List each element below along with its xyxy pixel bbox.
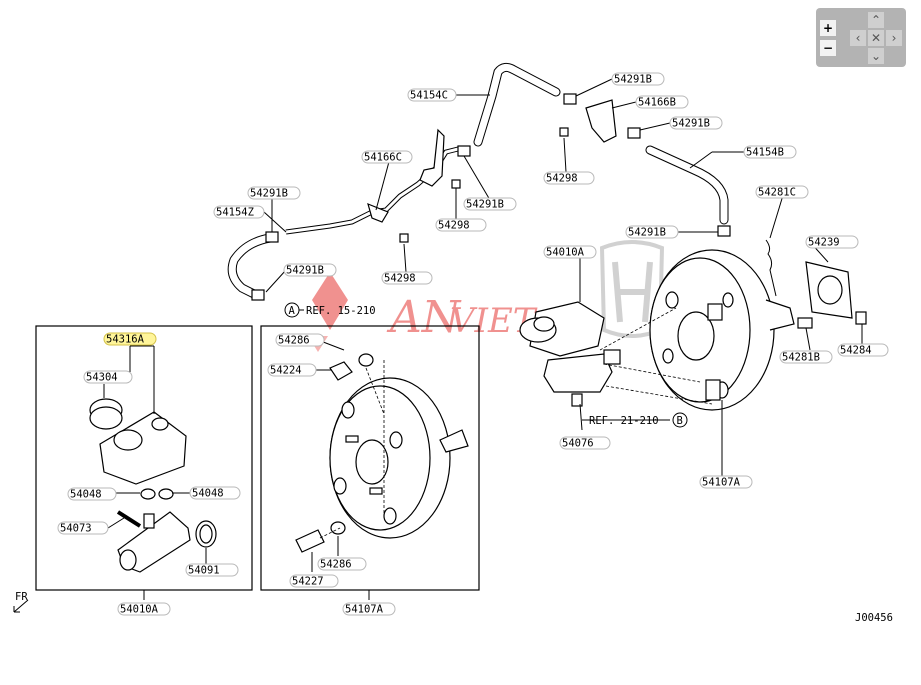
- ref-a-circle: A: [289, 305, 296, 317]
- ref-15-210[interactable]: REF. 15-210: [306, 305, 376, 317]
- bolt-icon: [451, 179, 461, 189]
- reset-button[interactable]: ✕: [868, 30, 884, 46]
- label-54154z[interactable]: 54154Z: [216, 207, 254, 219]
- clip-icon: [627, 127, 641, 139]
- pan-left-button[interactable]: ‹: [850, 30, 866, 46]
- label-54091[interactable]: 54091: [188, 565, 220, 577]
- booster-parts: [295, 353, 469, 553]
- label-54227[interactable]: 54227: [292, 576, 324, 588]
- label-54154c[interactable]: 54154C: [410, 90, 448, 102]
- ref-21-210[interactable]: REF. 21-210: [589, 415, 659, 427]
- diagram-code: J00456: [855, 612, 893, 624]
- clip-icon: [265, 231, 279, 243]
- vacuum-hoses: [227, 62, 731, 301]
- zoom-in-button[interactable]: +: [820, 20, 836, 36]
- label-54073[interactable]: 54073: [60, 523, 92, 535]
- zoom-pan-control: + − ⌃ ‹ ✕ › ⌄: [816, 8, 906, 67]
- label-54291b-5[interactable]: 54291B: [628, 227, 666, 239]
- label-54076[interactable]: 54076: [562, 438, 594, 450]
- label-54291b-3[interactable]: 54291B: [250, 188, 288, 200]
- fr-label: FR: [15, 591, 28, 603]
- label-54298-2[interactable]: 54298: [438, 220, 470, 232]
- label-54286-top[interactable]: 54286: [278, 335, 310, 347]
- label-54154b[interactable]: 54154B: [746, 147, 784, 159]
- label-54298-3[interactable]: 54298: [384, 273, 416, 285]
- ref-b-circle: B: [677, 415, 683, 427]
- label-54048-b[interactable]: 54048: [192, 488, 224, 500]
- label-54304[interactable]: 54304: [86, 372, 118, 384]
- label-54166c[interactable]: 54166C: [364, 152, 402, 164]
- pan-up-button[interactable]: ⌃: [868, 12, 884, 28]
- label-54284[interactable]: 54284: [840, 345, 872, 357]
- label-54048-a[interactable]: 54048: [70, 489, 102, 501]
- bolt-icon: [399, 233, 409, 243]
- booster-assembly-right: [519, 239, 867, 411]
- pan-right-button[interactable]: ›: [886, 30, 902, 46]
- label-54239[interactable]: 54239: [808, 237, 840, 249]
- pan-down-button[interactable]: ⌄: [868, 48, 884, 64]
- label-54291b-2[interactable]: 54291B: [672, 118, 710, 130]
- label-54010a-top[interactable]: 54010A: [546, 247, 585, 259]
- watermark-an: AN: [386, 292, 462, 343]
- bolt-icon: [559, 127, 569, 137]
- label-54166b[interactable]: 54166B: [638, 97, 676, 109]
- clip-icon: [251, 289, 265, 301]
- label-54281b[interactable]: 54281B: [782, 352, 820, 364]
- clip-icon: [563, 93, 577, 105]
- master-cylinder-parts: [89, 398, 217, 573]
- label-54107a-bottom[interactable]: 54107A: [345, 604, 384, 616]
- clip-icon: [457, 145, 471, 157]
- label-54298-1[interactable]: 54298: [546, 173, 578, 185]
- label-54010a-bottom[interactable]: 54010A: [120, 604, 159, 616]
- front-arrow-icon: [13, 599, 29, 613]
- label-54291b-1[interactable]: 54291B: [614, 74, 652, 86]
- label-54291b-6[interactable]: 54291B: [286, 265, 324, 277]
- clip-icon: [717, 225, 731, 237]
- label-54281c[interactable]: 54281C: [758, 187, 796, 199]
- zoom-out-button[interactable]: −: [820, 40, 836, 56]
- label-54107a-right[interactable]: 54107A: [702, 477, 741, 489]
- label-54286-bottom[interactable]: 54286: [320, 559, 352, 571]
- booster-box: [260, 325, 480, 591]
- label-54316a[interactable]: 54316A: [106, 334, 145, 346]
- label-54291b-4[interactable]: 54291B: [466, 199, 504, 211]
- label-54224[interactable]: 54224: [270, 365, 302, 377]
- watermark-logo: AN VIET: [308, 240, 665, 352]
